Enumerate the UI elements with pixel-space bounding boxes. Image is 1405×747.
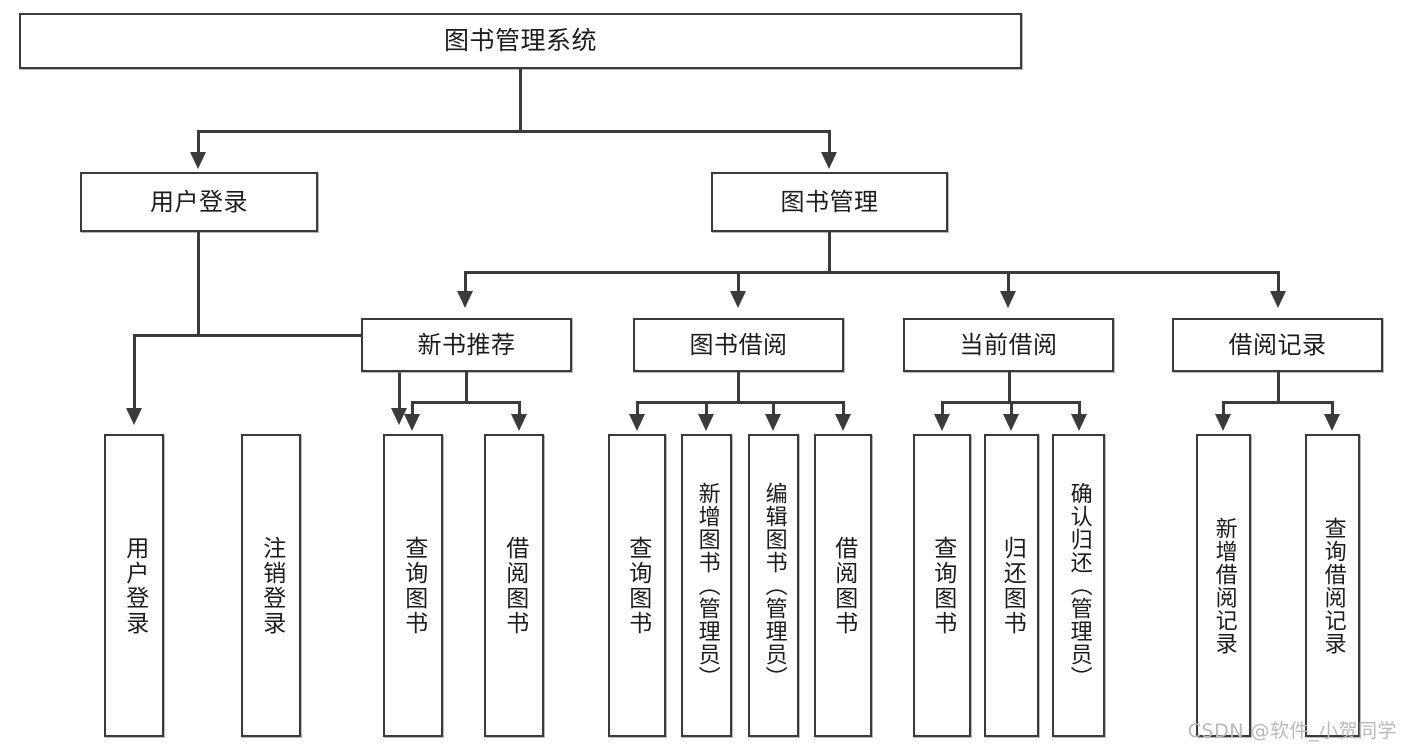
node-label: 编辑图书（管理员） [761, 482, 787, 689]
node-label: 新书推荐 [417, 330, 516, 359]
edge-nbr-stem [465, 372, 468, 402]
arrowhead-leaf-query-book-2 [629, 414, 645, 431]
node-label: 图书管理 [780, 187, 879, 216]
watermark-text: CSDN @软件_小贺同学 [1187, 720, 1397, 742]
leaf-confirm-return[interactable]: 确认归还（管理员） [1052, 434, 1105, 737]
arrowhead-leaf-logout [391, 408, 407, 425]
edge-bb-child-1 [636, 401, 639, 416]
edge-book-manage-stem [828, 232, 831, 272]
arrowhead-current-borrow [1000, 291, 1016, 308]
edge-user-login-stem [197, 232, 200, 335]
arrowhead-leaf-query-record [1324, 414, 1340, 431]
node-label: 当前借阅 [959, 330, 1058, 359]
arrowhead-leaf-query-book-3 [934, 414, 950, 431]
leaf-query-borrow-record[interactable]: 查询借阅记录 [1305, 434, 1360, 737]
edge-user-login-child-1 [133, 334, 136, 410]
arrowhead-borrow-record [1270, 291, 1286, 308]
node-borrow-record[interactable]: 借阅记录 [1172, 318, 1383, 372]
node-label: 图书管理系统 [443, 26, 597, 55]
node-label: 归还图书 [999, 535, 1026, 636]
arrowhead-leaf-user-login [126, 408, 142, 425]
edge-bm-child-3 [1007, 271, 1010, 293]
node-label: 图书借阅 [689, 330, 788, 359]
edge-br-child-2 [1331, 401, 1334, 416]
node-label: 新增借阅记录 [1211, 516, 1237, 655]
arrowhead-leaf-query-book-1 [404, 414, 420, 431]
node-label: 新增图书（管理员） [694, 482, 720, 689]
arrowhead-leaf-borrow-book-2 [835, 414, 851, 431]
leaf-return-book[interactable]: 归还图书 [984, 434, 1039, 737]
node-book-manage[interactable]: 图书管理 [711, 172, 948, 232]
leaf-add-book[interactable]: 新增图书（管理员） [681, 434, 732, 737]
leaf-query-book-recommend[interactable]: 查询图书 [383, 434, 443, 737]
edge-bb-bar [636, 401, 845, 404]
edge-to-book-manage [828, 130, 831, 155]
node-user-login[interactable]: 用户登录 [80, 172, 318, 232]
edge-nbr-child-2 [518, 401, 521, 416]
edge-cb-child-1 [941, 401, 944, 416]
edge-br-child-1 [1222, 401, 1225, 416]
edge-nbr-bar [411, 401, 521, 404]
edge-book-manage-bar [464, 271, 1280, 274]
node-label: 注销登录 [258, 535, 285, 636]
arrowhead-leaf-borrow-book-1 [511, 414, 527, 431]
node-label: 确认归还（管理员） [1066, 482, 1092, 689]
arrowhead-leaf-confirm-return [1071, 414, 1087, 431]
arrowhead-leaf-return-book [1003, 414, 1019, 431]
node-label: 查询借阅记录 [1320, 516, 1346, 655]
arrowhead-new-book-recommend [457, 291, 473, 308]
edge-bb-child-3 [772, 401, 775, 416]
arrowhead-leaf-edit-book [765, 414, 781, 431]
edge-bb-child-4 [842, 401, 845, 416]
edge-root-stem [519, 69, 522, 131]
leaf-query-book-current[interactable]: 查询图书 [913, 434, 971, 737]
edge-br-bar [1222, 401, 1334, 404]
edge-bb-child-2 [705, 401, 708, 416]
leaf-add-borrow-record[interactable]: 新增借阅记录 [1196, 434, 1251, 737]
edge-bm-child-2 [737, 271, 740, 293]
edge-br-stem [1277, 372, 1280, 402]
leaf-logout[interactable]: 注销登录 [241, 434, 301, 737]
edge-bm-child-4 [1277, 271, 1280, 293]
edge-cb-child-2 [1010, 401, 1013, 416]
edge-user-login-child-2 [398, 334, 401, 410]
edge-bb-stem [737, 372, 740, 402]
edge-cb-child-3 [1078, 401, 1081, 416]
edge-user-login-bar [133, 334, 401, 337]
node-book-borrow[interactable]: 图书借阅 [633, 318, 844, 372]
edge-to-user-login [197, 130, 200, 155]
edge-root-bar [197, 130, 831, 133]
node-label: 借阅图书 [830, 535, 857, 636]
node-label: 借阅记录 [1228, 330, 1327, 359]
leaf-edit-book[interactable]: 编辑图书（管理员） [748, 434, 799, 737]
node-label: 用户登录 [121, 535, 148, 636]
leaf-query-book-borrow[interactable]: 查询图书 [608, 434, 666, 737]
node-label: 用户登录 [150, 187, 248, 216]
node-label: 查询图书 [624, 535, 651, 636]
edge-bm-child-1 [464, 271, 467, 293]
arrowhead-user-login [190, 152, 206, 169]
edge-cb-stem [1008, 372, 1011, 402]
leaf-borrow-book-recommend[interactable]: 借阅图书 [484, 434, 544, 737]
node-new-book-recommend[interactable]: 新书推荐 [361, 318, 572, 372]
node-current-borrow[interactable]: 当前借阅 [903, 318, 1114, 372]
arrowhead-leaf-add-book [698, 414, 714, 431]
node-label: 查询图书 [400, 535, 427, 636]
node-root-system[interactable]: 图书管理系统 [19, 13, 1022, 69]
arrowhead-leaf-add-record [1215, 414, 1231, 431]
leaf-borrow-book[interactable]: 借阅图书 [814, 434, 872, 737]
arrowhead-book-manage [821, 152, 837, 169]
edge-nbr-child-1 [411, 401, 414, 416]
node-label: 借阅图书 [501, 535, 528, 636]
leaf-user-login[interactable]: 用户登录 [104, 434, 164, 737]
node-label: 查询图书 [929, 535, 956, 636]
arrowhead-book-borrow [730, 291, 746, 308]
